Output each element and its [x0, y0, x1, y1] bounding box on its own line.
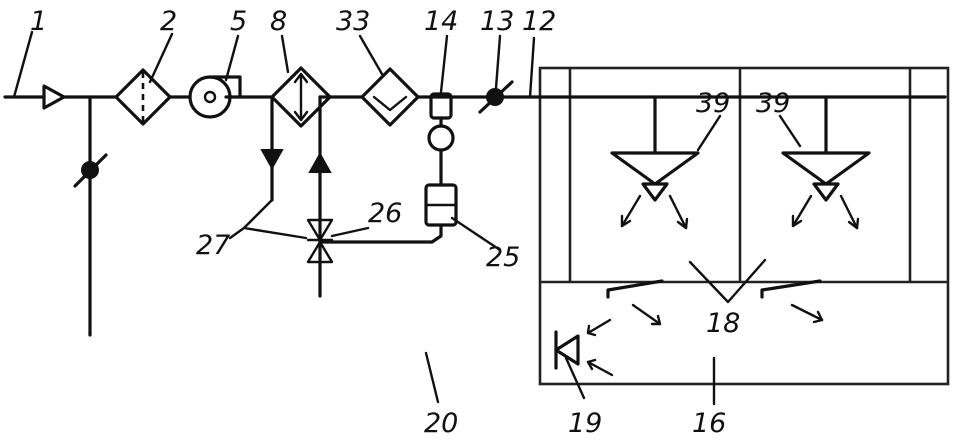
control-valve-icon: [306, 218, 334, 264]
air-diffuser-left-icon: [610, 95, 700, 230]
label-13: 13: [480, 6, 514, 37]
heat-carrier-lines: [260, 95, 332, 298]
label-20: 20: [424, 408, 458, 439]
flow-down-arrow-icon: [260, 149, 284, 171]
label-25: 25: [486, 242, 520, 273]
label-1: 1: [30, 6, 47, 37]
leader-lines: [12, 30, 802, 406]
label-2: 2: [160, 6, 177, 37]
label-39-left: 39: [696, 88, 730, 119]
exhaust-grilles-icon: [606, 279, 824, 326]
recirculation-grille-icon: [554, 318, 614, 377]
label-12: 12: [522, 6, 556, 37]
label-39-right: 39: [756, 88, 790, 119]
filter-icon: [114, 68, 172, 126]
label-16: 16: [692, 408, 726, 439]
damper-icon: [478, 80, 514, 114]
intake-check-valve-icon: [42, 84, 66, 110]
label-14: 14: [424, 6, 458, 37]
air-diffuser-right-icon: [781, 95, 871, 230]
callout-labels: 1 2 5 8 33 14 13 12 39 39 27 26 25 18 20…: [30, 6, 790, 439]
label-33: 33: [336, 6, 370, 37]
label-18: 18: [706, 308, 740, 339]
sensor-icon: [427, 92, 455, 187]
label-27: 27: [196, 230, 230, 261]
label-26: 26: [368, 198, 402, 229]
flow-up-arrow-icon: [308, 151, 332, 173]
label-5: 5: [230, 6, 247, 37]
label-8: 8: [270, 6, 287, 37]
controller-box-icon: [318, 183, 458, 244]
room-walls: [538, 66, 950, 386]
label-19: 19: [568, 408, 602, 439]
fan-icon: [188, 75, 242, 119]
air-cooler-icon: [360, 67, 420, 127]
recirculation-duct: [73, 95, 108, 337]
